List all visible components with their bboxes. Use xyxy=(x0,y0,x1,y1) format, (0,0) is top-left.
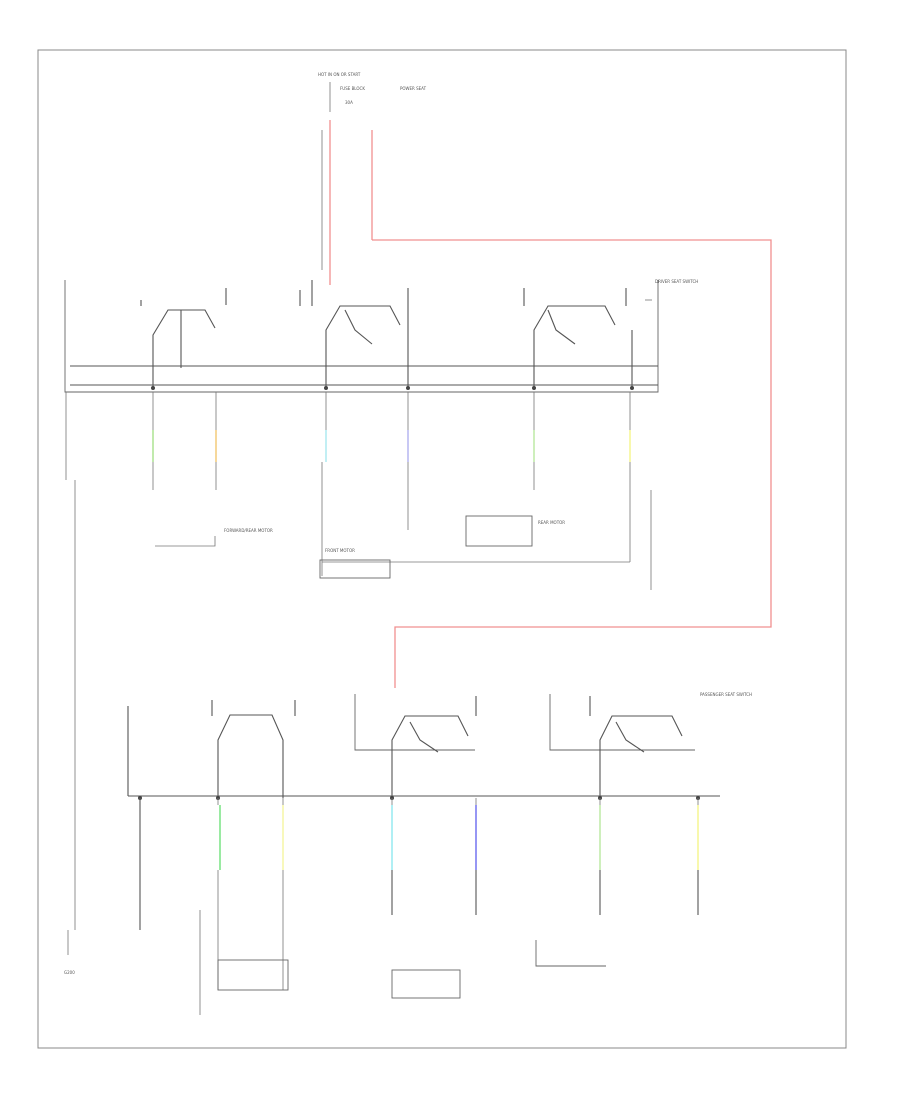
front-motor-lower xyxy=(391,969,461,999)
fuse-block: HOT IN ON OR START FUSE BLOCK POWER SEAT… xyxy=(318,72,427,112)
hot-in-run-label: HOT IN ON OR START xyxy=(318,72,361,77)
passenger-switch-label: PASSENGER SEAT SWITCH xyxy=(700,692,752,697)
power-seat-label: POWER SEAT xyxy=(400,86,427,91)
rear-motor-lower xyxy=(535,940,606,967)
fuse-block-label: FUSE BLOCK xyxy=(340,86,365,91)
fwd-rear-motor-upper: FORWARD/REAR MOTOR xyxy=(155,528,273,547)
rear-motor-upper: REAR MOTOR xyxy=(465,515,565,547)
fuse-ref-label: 30A xyxy=(345,100,353,105)
passenger-seat-switch: PASSENGER SEAT SWITCH xyxy=(127,692,752,800)
front-motor-upper: FRONT MOTOR xyxy=(319,548,391,579)
ground-area: G200 xyxy=(64,910,201,1015)
front-motor-label: FRONT MOTOR xyxy=(325,548,355,553)
driver-switch-label: DRIVER SEAT SWITCH xyxy=(655,279,698,284)
power-bus-passenger xyxy=(372,239,772,688)
fwd-rear-motor-lower xyxy=(217,959,289,991)
rear-motor-label: REAR MOTOR xyxy=(538,520,565,525)
diagram-frame xyxy=(37,49,847,1049)
passenger-drop-wires xyxy=(74,480,699,990)
ground-label: G200 xyxy=(64,970,75,975)
fwd-rear-motor-label: FORWARD/REAR MOTOR xyxy=(224,528,273,533)
driver-drop-wires xyxy=(65,392,631,576)
driver-seat-switch: DRIVER SEAT SWITCH xyxy=(64,279,698,393)
